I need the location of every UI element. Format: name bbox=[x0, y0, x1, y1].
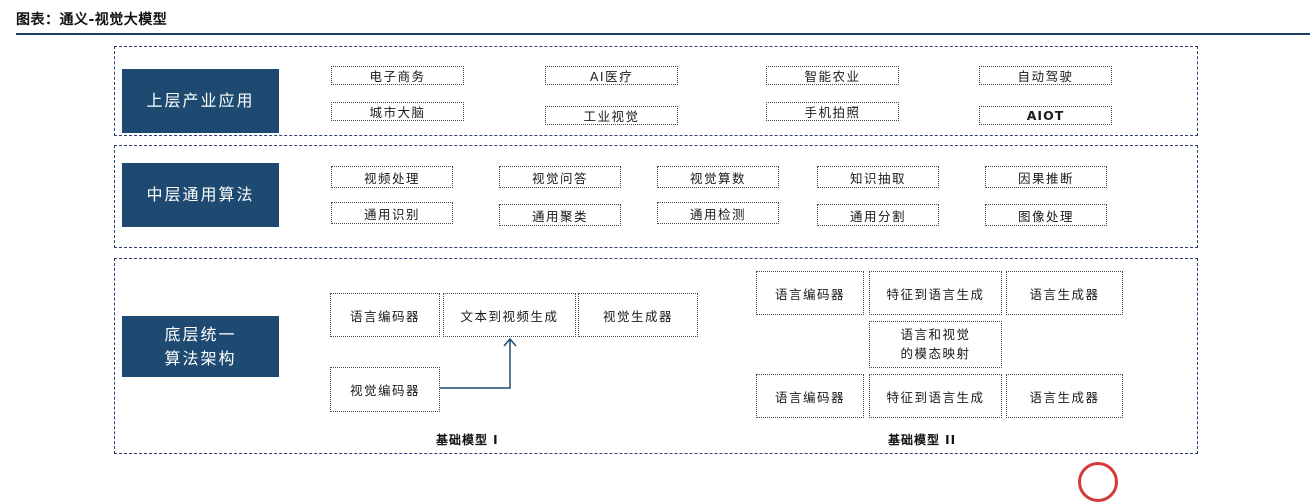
app-phone-photo: 手机拍照 bbox=[766, 102, 899, 121]
app-aiot: AIOT bbox=[979, 106, 1112, 125]
m1-language-encoder: 语言编码器 bbox=[330, 293, 440, 337]
algo-general-segmentation: 通用分割 bbox=[817, 204, 939, 226]
m2-modal-mapping: 语言和视觉 的模态映射 bbox=[869, 321, 1002, 368]
m2-bottom-language-encoder: 语言编码器 bbox=[756, 374, 864, 418]
foundation-model-2-caption: 基础模型 II bbox=[888, 433, 957, 447]
algo-causal-inference: 因果推断 bbox=[985, 166, 1107, 188]
algo-image-processing: 图像处理 bbox=[985, 204, 1107, 226]
m1-connector-arrow bbox=[440, 337, 517, 389]
algo-general-recognition: 通用识别 bbox=[331, 202, 453, 224]
foundation-model-1-caption: 基础模型 I bbox=[436, 433, 499, 447]
m1-visual-generator: 视觉生成器 bbox=[578, 293, 698, 337]
bottom-layer-label-line2: 算法架构 bbox=[164, 348, 237, 368]
algo-visual-qa: 视觉问答 bbox=[499, 166, 621, 188]
brand-logo-icon bbox=[1078, 462, 1118, 502]
m2-modal-mapping-line2: 的模态映射 bbox=[900, 345, 971, 361]
algo-general-detection: 通用检测 bbox=[657, 202, 779, 224]
m2-top-language-encoder: 语言编码器 bbox=[756, 271, 864, 315]
m2-modal-mapping-line1: 语言和视觉 bbox=[900, 326, 971, 342]
algo-video-processing: 视频处理 bbox=[331, 166, 453, 188]
m2-top-feature-to-language: 特征到语言生成 bbox=[869, 271, 1002, 315]
m2-bottom-feature-to-language: 特征到语言生成 bbox=[869, 374, 1002, 418]
m2-top-language-generator: 语言生成器 bbox=[1006, 271, 1123, 315]
bottom-layer-label-line1: 底层统一 bbox=[164, 324, 237, 344]
middle-layer-label: 中层通用算法 bbox=[122, 163, 279, 227]
upper-layer-label: 上层产业应用 bbox=[122, 69, 279, 133]
m1-visual-encoder: 视觉编码器 bbox=[330, 367, 440, 412]
m2-bottom-language-generator: 语言生成器 bbox=[1006, 374, 1123, 418]
bottom-layer-section bbox=[114, 258, 1198, 454]
figure-title: 图表：通义-视觉大模型 bbox=[16, 12, 168, 28]
app-ai-medical: AI医疗 bbox=[545, 66, 678, 85]
algo-general-clustering: 通用聚类 bbox=[499, 204, 621, 226]
app-ecommerce: 电子商务 bbox=[331, 66, 464, 85]
m1-text-to-video-generation: 文本到视频生成 bbox=[443, 293, 576, 337]
app-autonomous-driving: 自动驾驶 bbox=[979, 66, 1112, 85]
algo-knowledge-extraction: 知识抽取 bbox=[817, 166, 939, 188]
app-industrial-vision: 工业视觉 bbox=[545, 106, 678, 125]
app-smart-agriculture: 智能农业 bbox=[766, 66, 899, 85]
middle-layer-section bbox=[114, 145, 1198, 248]
upper-layer-section bbox=[114, 46, 1198, 136]
algo-visual-counting: 视觉算数 bbox=[657, 166, 779, 188]
title-rule bbox=[16, 33, 1310, 35]
bottom-layer-label: 底层统一 算法架构 bbox=[122, 316, 279, 377]
app-city-brain: 城市大脑 bbox=[331, 102, 464, 121]
